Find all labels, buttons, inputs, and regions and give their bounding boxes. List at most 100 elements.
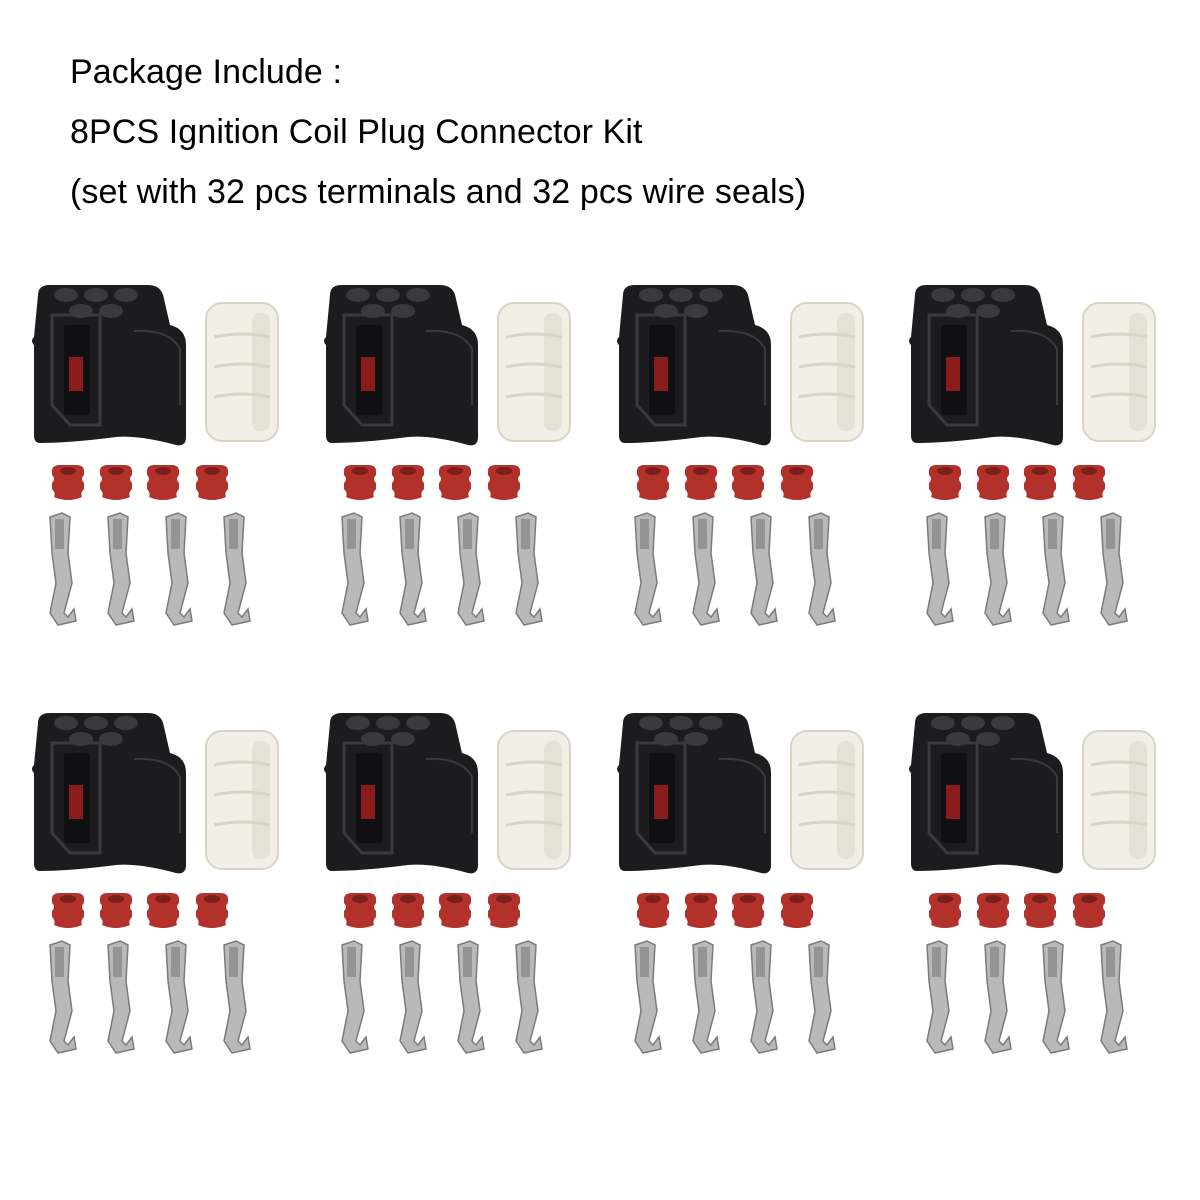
seal-body: [732, 893, 764, 928]
terminal-insert: [205, 730, 279, 870]
lock-indicator: [361, 357, 375, 391]
terminal-contact: [405, 519, 414, 549]
seal-body: [685, 893, 717, 928]
connector-kit-illustration: [617, 713, 864, 1054]
terminal-insert: [790, 302, 864, 442]
seal-body: [147, 465, 179, 500]
seal-body: [392, 465, 424, 500]
seal-body: [929, 465, 961, 500]
seal-body: [52, 465, 84, 500]
lock-indicator: [654, 357, 668, 391]
connector-housing: [617, 285, 771, 446]
terminal-cavity: [84, 716, 108, 730]
terminal-cavity: [976, 304, 1000, 318]
housing-edge-highlight: [1010, 329, 1058, 405]
seal-hole: [447, 895, 463, 903]
terminal-cavity: [99, 304, 123, 318]
seal-hole: [789, 467, 805, 475]
crimp-terminal: [1100, 940, 1128, 1054]
seal-hole: [645, 467, 661, 475]
seal-hole: [108, 895, 124, 903]
lock-indicator: [69, 785, 83, 819]
terminal-contact: [463, 519, 472, 549]
connector-kit: [615, 285, 905, 665]
wire-seal: [392, 893, 424, 928]
wire-seal: [1073, 465, 1105, 500]
latch-frame: [927, 313, 979, 427]
wire-seal: [100, 465, 132, 500]
seal-body: [439, 893, 471, 928]
wire-seal: [488, 465, 520, 500]
crimp-terminal: [223, 940, 251, 1054]
insert-shading: [252, 313, 270, 431]
crimp-terminal: [515, 940, 543, 1054]
crimp-terminal: [399, 940, 427, 1054]
seal-body: [1073, 893, 1105, 928]
terminal-cavity: [376, 716, 400, 730]
connector-housing: [324, 285, 478, 446]
connector-kit-illustration: [909, 285, 1156, 626]
insert-shading: [544, 741, 562, 859]
crimp-terminal: [984, 512, 1012, 626]
crimp-terminal: [223, 512, 251, 626]
terminal-cavity: [346, 716, 370, 730]
connector-housing: [617, 713, 771, 874]
crimp-terminal: [107, 940, 135, 1054]
insert-shading: [544, 313, 562, 431]
terminal-contact: [171, 519, 180, 549]
wire-seal: [1024, 893, 1056, 928]
crimp-terminal: [692, 940, 720, 1054]
seal-body: [392, 893, 424, 928]
wire-seal: [685, 465, 717, 500]
terminal-cavity: [669, 288, 693, 302]
terminal-contact: [521, 947, 530, 977]
crimp-terminal: [808, 940, 836, 1054]
crimp-terminal: [107, 512, 135, 626]
wire-seal: [52, 893, 84, 928]
connector-kit-illustration: [909, 713, 1156, 1054]
crimp-terminal: [750, 512, 778, 626]
crimp-terminal: [634, 940, 662, 1054]
seal-body: [100, 465, 132, 500]
wire-seal: [781, 465, 813, 500]
terminal-cavity: [54, 288, 78, 302]
seal-body: [1024, 893, 1056, 928]
terminal-contact: [698, 519, 707, 549]
wire-seal: [637, 465, 669, 500]
crimp-terminal: [984, 940, 1012, 1054]
terminal-cavity: [376, 288, 400, 302]
seal-body: [196, 465, 228, 500]
connector-housing: [909, 713, 1063, 874]
latch-frame: [635, 313, 687, 427]
terminal-contact: [55, 947, 64, 977]
seal-body: [929, 893, 961, 928]
terminal-cavity: [991, 288, 1015, 302]
seal-hole: [400, 895, 416, 903]
wire-seal: [732, 465, 764, 500]
terminal-cavity: [976, 732, 1000, 746]
terminal-contact: [55, 519, 64, 549]
terminal-cavity: [961, 716, 985, 730]
seal-body: [977, 465, 1009, 500]
terminal-cavity: [639, 288, 663, 302]
wire-seal: [929, 465, 961, 500]
terminal-contact: [640, 947, 649, 977]
seal-body: [100, 893, 132, 928]
lock-indicator: [946, 785, 960, 819]
seal-body: [488, 893, 520, 928]
connector-kit: [322, 285, 612, 665]
terminal-contact: [990, 947, 999, 977]
connector-housing: [909, 285, 1063, 446]
wire-seal: [488, 893, 520, 928]
terminal-cavity: [699, 716, 723, 730]
wire-seal: [685, 893, 717, 928]
terminal-cavity: [406, 288, 430, 302]
seal-body: [488, 465, 520, 500]
housing-edge-highlight: [718, 757, 766, 833]
crimp-terminal: [457, 512, 485, 626]
terminal-cavity: [391, 304, 415, 318]
seal-body: [196, 893, 228, 928]
seal-body: [685, 465, 717, 500]
crimp-terminal: [1100, 512, 1128, 626]
housing-edge-highlight: [425, 329, 473, 405]
